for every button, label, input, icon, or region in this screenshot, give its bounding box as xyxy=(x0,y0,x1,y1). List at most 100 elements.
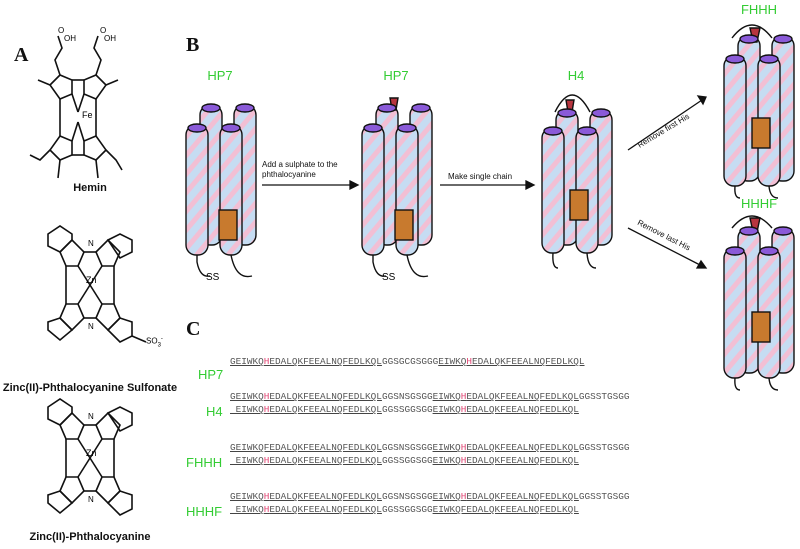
helix-segment: EDALQKFEEALNQFEDLKQL xyxy=(269,455,382,466)
histidine-residue: H xyxy=(263,391,270,402)
linker-segment: GGSSTGSGG xyxy=(578,442,630,453)
histidine-residue: H xyxy=(263,404,270,415)
seq-label-fhhh: FHHH xyxy=(186,455,223,470)
seq-fhhh-line2: EIWKQHEDALQKFEEALNQFEDLKQLGGSSGGSGGEIWKQ… xyxy=(230,455,579,466)
helix-segment: EDALQKFEEALNQFEDLKQL xyxy=(466,404,579,415)
hemin-o-left: O xyxy=(58,26,65,35)
linker-segment: GGSSGGSGG xyxy=(381,455,433,466)
seq-label-h4: H4 xyxy=(206,404,223,419)
arrowhead-single-chain xyxy=(525,179,536,191)
helix-segment: EDALQKFEEALNQFEDLKQL xyxy=(269,504,382,515)
helix-segment: EIWKQ xyxy=(230,404,264,415)
histidine-residue: H xyxy=(263,356,270,367)
label-fhhh: FHHH xyxy=(740,2,778,17)
znpc-structure xyxy=(47,398,133,516)
helix-segment: EIWKQ xyxy=(230,455,264,466)
znpcs-name: Zinc(II)-Phthalocyanine Sulfonate xyxy=(2,382,178,394)
helix-segment: EIWKQ xyxy=(230,504,264,515)
histidine-residue: H xyxy=(460,404,467,415)
helix-segment: EIWKQ xyxy=(432,491,461,502)
hemin-o-right: O xyxy=(100,26,107,35)
panel-letter-b: B xyxy=(186,34,200,56)
helix-segment: EDALQKFEEALNQFEDLKQL xyxy=(269,356,382,367)
arrowhead-remove-first xyxy=(696,95,707,106)
helix-segment: EDALQKFEEALNQFEDLKQL xyxy=(466,491,579,502)
histidine-residue: H xyxy=(263,491,270,502)
label-hhhf: HHHF xyxy=(740,196,778,211)
znpc-name: Zinc(II)-Phthalocyanine xyxy=(29,531,151,543)
histidine-residue: H xyxy=(263,504,270,515)
sulfonate-label: SO xyxy=(146,336,158,346)
helix-segment: EDALQKFEEALNQFEDLKQL xyxy=(466,442,579,453)
seq-hhhf-line2: EIWKQHEDALQKFEEALNQFEDLKQLGGSSGGSGGEIWKQ… xyxy=(230,504,579,515)
linker-segment: GGSNSGSGG xyxy=(381,442,433,453)
histidine-residue: H xyxy=(460,442,467,453)
linker-segment: GGSSTGSGG xyxy=(578,391,630,402)
label-hp7-a: HP7 xyxy=(207,68,233,83)
hemin-name: Hemin xyxy=(73,182,107,194)
label-h4: H4 xyxy=(567,68,585,83)
seq-hhhf-line1: GEIWKQHEDALQKFEEALNQFEDLKQLGGSNSGSGGEIWK… xyxy=(230,491,630,502)
seq-label-hp7: HP7 xyxy=(198,367,224,382)
hemin-oh-left: OH xyxy=(64,34,76,43)
hemin-iron-label: Fe xyxy=(82,110,93,120)
helix-segment: EDALQKFEEALNQFEDLKQL xyxy=(269,404,382,415)
panel-letter-a: A xyxy=(14,44,29,66)
helix-segment: EDALQKFEEALNQFEDLKQL xyxy=(269,491,382,502)
znpcs-n-top: N xyxy=(88,239,94,248)
step-sulphate: Add a sulphate to the phthalocyanine xyxy=(262,160,338,179)
helix-segment: EIWKQ xyxy=(438,356,467,367)
arrow-remove-first xyxy=(627,99,703,151)
helix-segment: EDALQKFEEALNQFEDLKQL xyxy=(269,391,382,402)
seq-fhhh-line1: GEIWKQFEDALQKFEEALNQFEDLKQLGGSNSGSGGEIWK… xyxy=(230,442,630,453)
sulfonate-group: SO3- xyxy=(146,336,163,348)
helix-segment: EIWKQFEDALQKFEEALNQFEDLKQL xyxy=(432,504,579,515)
helix-segment: GEIWKQ xyxy=(230,356,264,367)
znpc-zinc-label: Zn xyxy=(86,448,97,458)
znpcs-zinc-label: Zn xyxy=(86,275,97,285)
linker-segment: GGSSGGSGG xyxy=(381,504,433,515)
hemin-structure xyxy=(29,35,123,179)
histidine-residue: H xyxy=(460,491,467,502)
histidine-residue: H xyxy=(263,455,270,466)
histidine-residue: H xyxy=(466,356,472,367)
bundle-hhhf xyxy=(723,215,795,391)
helix-segment: EDALQKFEEALNQFEDLKQL xyxy=(471,356,585,367)
arrowhead-remove-last xyxy=(695,259,708,269)
histidine-residue: H xyxy=(460,391,467,402)
znpc-n-bottom: N xyxy=(88,495,94,504)
step-single-chain: Make single chain xyxy=(448,172,513,181)
bundle-h4 xyxy=(541,94,613,269)
disulfide-label-b: SS xyxy=(382,272,396,283)
linker-segment: GGSSTGSGG xyxy=(578,491,630,502)
znpcs-structure xyxy=(47,225,147,343)
molecule-structures xyxy=(29,35,147,516)
helix-segment: EIWKQ xyxy=(432,404,461,415)
linker-segment: GGSSGGSGG xyxy=(381,404,433,415)
arrow-remove-last xyxy=(627,227,703,267)
arrowhead-sulphate xyxy=(349,179,360,191)
helix-segment: EDALQKFEEALNQFEDLKQL xyxy=(466,391,579,402)
seq-hp7-line1: GEIWKQHEDALQKFEEALNQFEDLKQLGGSGCGSGGGEIW… xyxy=(230,356,585,367)
helix-segment: GEIWKQ xyxy=(230,491,264,502)
helix-segment: EDALQKFEEALNQFEDLKQL xyxy=(466,455,579,466)
bundle-hp7-b xyxy=(361,97,433,278)
linker-segment: GGSNSGSGG xyxy=(381,391,433,402)
helix-segment: EIWKQ xyxy=(432,442,461,453)
bundle-hp7-a xyxy=(185,103,257,278)
helix-segment: GEIWKQFEDALQKFEEALNQFEDLKQL xyxy=(230,442,382,453)
seq-h4-line1: GEIWKQHEDALQKFEEALNQFEDLKQLGGSNSGSGGEIWK… xyxy=(230,391,630,402)
hemin-oh-right: OH xyxy=(104,34,116,43)
bundle-fhhh xyxy=(723,24,795,199)
label-hp7-b: HP7 xyxy=(383,68,409,83)
linker-segment: GGSNSGSGG xyxy=(381,491,433,502)
znpc-n-top: N xyxy=(88,412,94,421)
disulfide-label-a: SS xyxy=(206,272,220,283)
helix-segment: EIWKQ xyxy=(432,455,461,466)
sulfonate-superscript: - xyxy=(160,336,163,342)
sulfonate-subscript: 3 xyxy=(157,342,161,349)
seq-label-hhhf: HHHF xyxy=(186,504,223,519)
helix-segment: GEIWKQ xyxy=(230,391,264,402)
panel-letter-c: C xyxy=(186,318,201,340)
